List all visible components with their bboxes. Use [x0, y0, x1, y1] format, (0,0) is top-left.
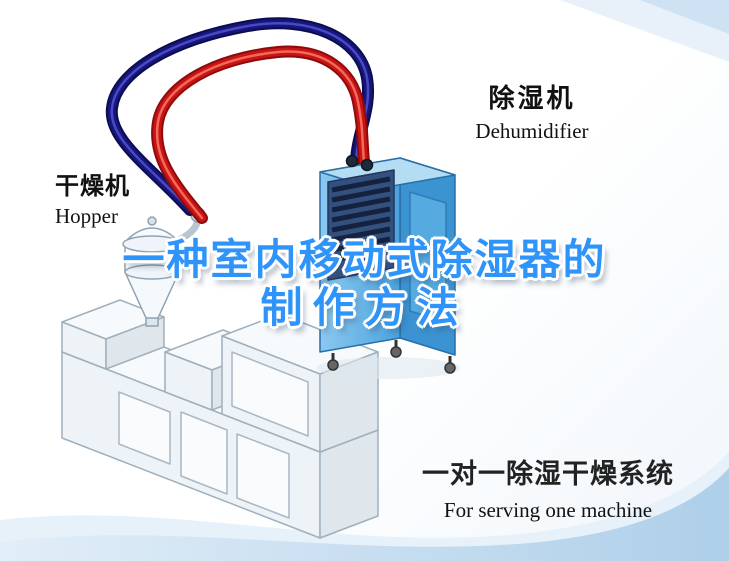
system-caption: 一对一除湿干燥系统 For serving one machine — [408, 452, 688, 523]
hopper-lid-rim — [122, 235, 182, 253]
hopper-cylinder-base — [124, 264, 180, 280]
hopper-unit — [122, 207, 206, 327]
hopper-label-en: Hopper — [55, 204, 118, 228]
background-swoosh-light — [0, 452, 729, 561]
connecting-hoses — [105, 17, 374, 224]
corner-accent-top-right — [640, 0, 729, 34]
hose-stub-red — [360, 158, 374, 172]
vent-grille — [327, 169, 395, 281]
dehumidifier-label-cn: 除湿机 — [488, 83, 576, 113]
dehumidifier-ground-shadow — [316, 357, 460, 379]
pipe-navy — [105, 17, 374, 216]
extruder-panel-1 — [118, 391, 171, 465]
dehumidifier-service-door — [409, 191, 447, 323]
main-title: 一种室内移动式除湿器的 制作方法 — [0, 236, 729, 333]
caster-wheels — [327, 340, 456, 374]
dehumidifier-label-en: Dehumidifier — [475, 119, 589, 143]
main-title-line-2: 制作方法 — [260, 284, 469, 332]
hopper-label: 干燥机 Hopper — [55, 166, 130, 229]
dehumidifier-label: 除湿机 Dehumidifier — [448, 78, 616, 144]
system-caption-cn: 一对一除湿干燥系统 — [422, 459, 674, 489]
dehumidifier-unit — [316, 154, 460, 379]
system-caption-en: For serving one machine — [443, 498, 653, 522]
door-handle — [437, 259, 443, 265]
hopper-label-cn: 干燥机 — [55, 173, 130, 200]
hopper-lid-knob — [147, 216, 157, 226]
hopper-stand-end — [105, 316, 165, 370]
extruder-panel-2 — [180, 411, 228, 495]
main-title-line-1: 一种室内移动式除湿器的 — [122, 236, 607, 283]
extruder-cabinet-panel — [231, 351, 309, 437]
hose-stub-navy — [345, 154, 359, 168]
background-swoosh-bottom — [0, 468, 729, 561]
extruder-panel-3 — [236, 433, 290, 519]
pipe-red — [151, 45, 370, 224]
